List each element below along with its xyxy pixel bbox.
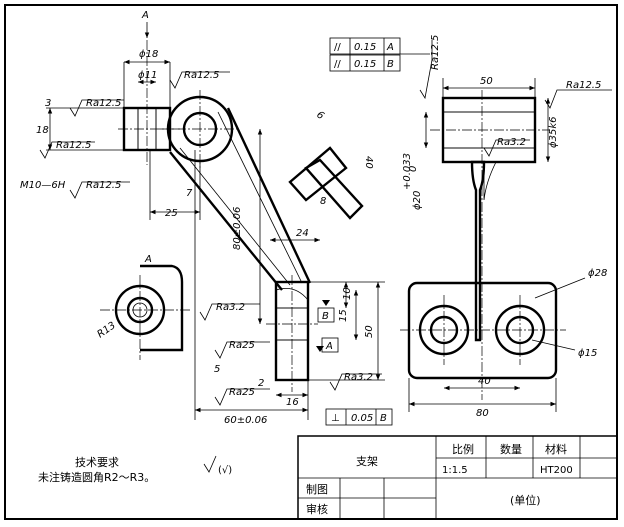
front-view (39, 22, 393, 426)
view-label-a-top: A (141, 10, 149, 21)
dim-80: 80±0.06 (232, 207, 243, 250)
scale-value: 1:1.5 (442, 465, 468, 476)
dim-15: 15 (338, 309, 349, 322)
side-dim-d35: ϕ35k6 (548, 117, 559, 148)
ra-left: Ra12.5 (86, 98, 121, 109)
dim-3: 3 (45, 98, 51, 109)
checked-label: 审核 (306, 502, 328, 516)
front-view-labels: A ϕ18 ϕ11 3 18 25 7 80±0.06 24 10 15 50 … (20, 10, 387, 426)
side-ra-right: Ra12.5 (566, 80, 601, 91)
dim-18: 18 (36, 125, 49, 136)
perp-datum: B (380, 413, 387, 424)
drawing-frame (4, 4, 618, 520)
dim-24: 24 (296, 228, 309, 239)
ra-top: Ra12.5 (184, 70, 219, 81)
removed-section (288, 146, 364, 220)
side-dim-d20-up: +0.033 (402, 153, 413, 190)
geo-tol-symbol-1: // (334, 42, 341, 53)
view-label-a: A (144, 254, 152, 265)
title-block: 支架 比例 数量 材料 1:1.5 HT200 制图 审核 (单位) (297, 435, 618, 520)
ra-25-b: Ra25 (229, 387, 255, 398)
ra-3-2-a: Ra3.2 (216, 302, 245, 313)
perp-symbol: ⊥ (331, 413, 340, 424)
geo-tol-datum-1: A (386, 42, 394, 53)
ra-25-a: Ra25 (229, 340, 255, 351)
side-dim-80: 80 (476, 408, 489, 419)
ra-3-2-b: Ra3.2 (344, 372, 373, 383)
notes-line1: 未注铸造圆角R2～R3。 (38, 470, 155, 484)
side-dim-d15: ϕ15 (578, 348, 597, 359)
other-roughness-symbol: (√) (218, 465, 232, 476)
sec-dim-40: 40 (363, 156, 374, 169)
dim-7: 7 (186, 188, 193, 199)
side-dim-40: 40 (478, 376, 491, 387)
scale-label: 比例 (452, 442, 474, 456)
material-label: 材料 (545, 442, 567, 456)
technical-notes: 技术要求 未注铸造圆角R2～R3。 (√) (38, 455, 232, 484)
part-name: 支架 (356, 455, 378, 468)
side-dim-50: 50 (480, 76, 493, 87)
dim-2: 2 (258, 378, 264, 389)
datum-b: B (322, 311, 329, 322)
material-value: HT200 (540, 465, 573, 476)
side-ra-top: Ra12.5 (430, 35, 441, 70)
ra-mid: Ra12.5 (56, 140, 91, 151)
side-view-labels: // 0.15 A // 0.15 B 50 ϕ35k6 ϕ20 +0.033 … (334, 35, 607, 419)
side-view (329, 37, 612, 412)
geo-tol-value-1: 0.15 (354, 42, 376, 53)
side-dim-d28: ϕ28 (588, 268, 607, 279)
geo-tol-value-2: 0.15 (354, 59, 376, 70)
side-dim-d20-lo: 0 (408, 166, 419, 172)
qty-label: 数量 (500, 443, 522, 456)
dim-25: 25 (165, 208, 178, 219)
dim-r13: R13 (95, 320, 117, 340)
dim-10: 10 (342, 287, 353, 300)
datum-a: A (325, 341, 333, 352)
dim-50: 50 (364, 325, 375, 338)
dim-16: 16 (286, 397, 299, 408)
dim-d11: ϕ11 (138, 70, 157, 81)
dim-60: 60±0.06 (224, 415, 267, 426)
geo-tol-symbol-2: // (334, 59, 341, 70)
perp-value: 0.05 (351, 413, 373, 424)
thread-label: M10—6H (20, 180, 66, 191)
notes-title: 技术要求 (75, 456, 119, 469)
side-ra-3-2: Ra3.2 (497, 137, 526, 148)
dim-d18: ϕ18 (139, 49, 158, 60)
geo-tol-datum-2: B (387, 59, 394, 70)
unit-label: (单位) (510, 493, 541, 507)
side-dim-d20: ϕ20 (412, 191, 423, 210)
sec-dim-6: 6 (314, 109, 326, 122)
drawn-label: 制图 (306, 483, 328, 496)
ra-thread: Ra12.5 (86, 180, 121, 191)
dim-5: 5 (214, 364, 220, 375)
sec-dim-8: 8 (320, 196, 326, 207)
